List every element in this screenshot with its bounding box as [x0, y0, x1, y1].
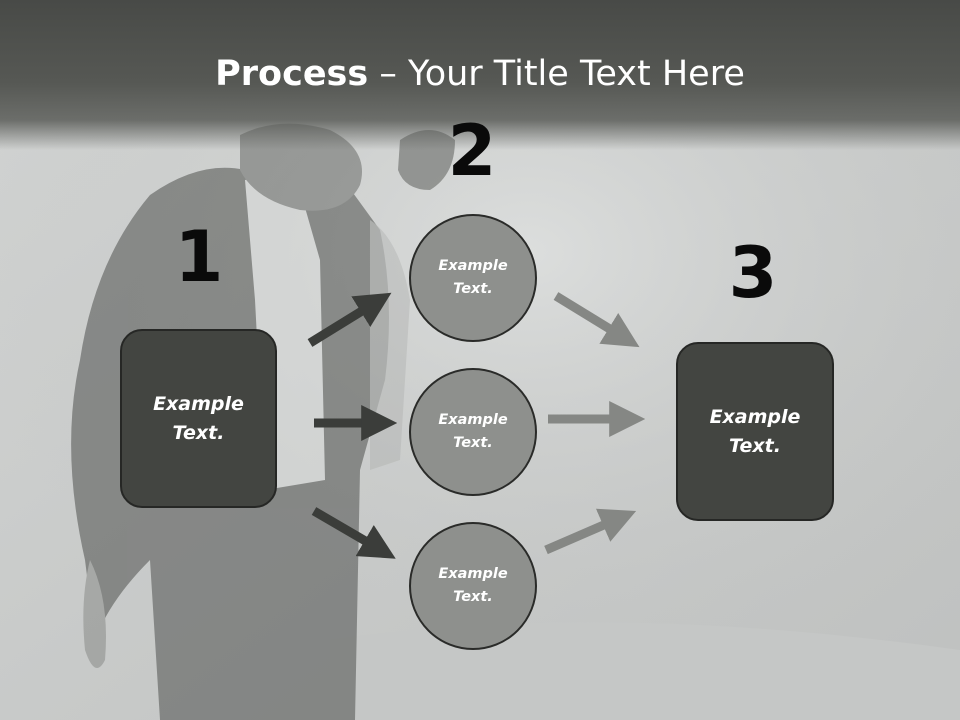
circle-middle-text: Example Text. [438, 412, 508, 451]
step-number-2: 2 [447, 110, 497, 192]
circle-top-text: Example Text. [438, 258, 508, 297]
title-band [0, 0, 960, 150]
title-bold: Process [215, 54, 369, 94]
right-step-text: Example Text. [709, 405, 801, 457]
slide-title: Process – Your Title Text Here [0, 52, 960, 96]
circle-bottom-text: Example Text. [438, 566, 508, 605]
right-step-box: Example Text. [676, 342, 834, 521]
left-step-box: Example Text. [120, 329, 277, 508]
circle-top: Example Text. [409, 214, 537, 342]
step-number-1: 1 [174, 216, 224, 298]
title-rest: – Your Title Text Here [368, 54, 745, 94]
circle-middle: Example Text. [409, 368, 537, 496]
circle-bottom: Example Text. [409, 522, 537, 650]
step-number-3: 3 [728, 232, 778, 314]
left-step-text: Example Text. [153, 392, 244, 444]
